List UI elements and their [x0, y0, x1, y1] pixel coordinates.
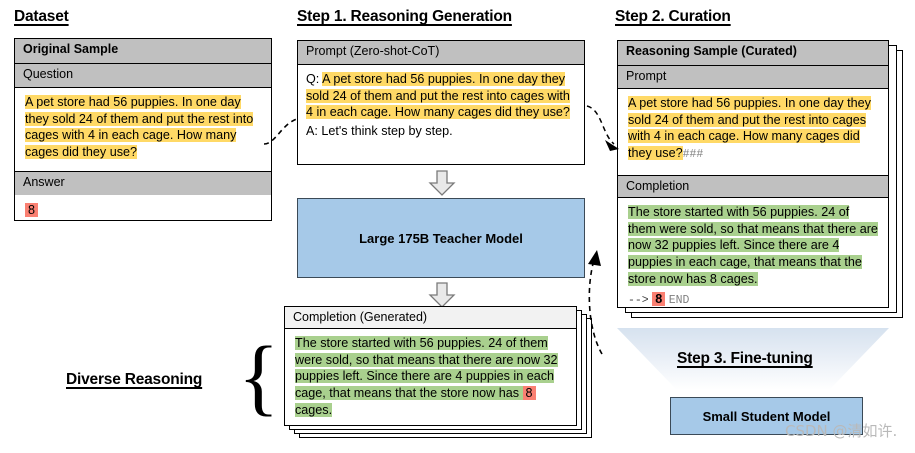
- curated-completion-label: Completion: [618, 175, 888, 198]
- student-model-label: Small Student Model: [702, 408, 831, 424]
- connector-completion-to-curated: [588, 250, 603, 355]
- prompt-q-text: A pet store had 56 puppies. In one day t…: [306, 72, 570, 120]
- curated-prompt-body: A pet store had 56 puppies. In one day t…: [618, 89, 888, 175]
- prompt-card-body: Q: A pet store had 56 puppies. In one da…: [298, 65, 584, 147]
- watermark: CSDN @清如许.: [785, 422, 898, 440]
- completion-generated-body: The store started with 56 puppies. 24 of…: [285, 329, 576, 426]
- answer-label: Answer: [15, 171, 271, 195]
- curated-answer-line: --> 8 END: [628, 291, 880, 308]
- original-sample-header: Original Sample: [15, 39, 271, 64]
- completion-generated-card: Completion (Generated) The store started…: [284, 306, 577, 426]
- step3-section-title: Step 3. Fine-tuning: [677, 350, 813, 367]
- question-text: A pet store had 56 puppies. In one day t…: [25, 95, 254, 160]
- answer-body: 8: [15, 195, 271, 226]
- completion-generated-answer: 8: [522, 386, 536, 401]
- question-body: A pet store had 56 puppies. In one day t…: [15, 88, 271, 171]
- prompt-card: Prompt (Zero-shot-CoT) Q: A pet store ha…: [297, 40, 585, 165]
- teacher-model-label: Large 175B Teacher Model: [359, 230, 523, 246]
- teacher-model-box: Large 175B Teacher Model: [297, 198, 585, 278]
- curated-answer-value: 8: [652, 291, 666, 306]
- curated-arrow-token: -->: [628, 293, 649, 307]
- down-arrow-icon-2: [428, 282, 456, 308]
- curated-prompt-suffix: ###: [682, 148, 704, 162]
- diverse-reasoning-brace: {: [238, 328, 280, 424]
- question-label: Question: [15, 64, 271, 88]
- prompt-a-line: A: Let's think step by step.: [306, 124, 453, 139]
- answer-value: 8: [25, 203, 39, 217]
- diverse-reasoning-label: Diverse Reasoning: [66, 371, 203, 388]
- dataset-section-title: Dataset: [14, 8, 69, 25]
- connector-prompt-to-curated: [586, 105, 619, 151]
- completion-generated-text-before: The store started with 56 puppies. 24 of…: [295, 336, 558, 401]
- original-sample-card: Original Sample Question A pet store had…: [14, 38, 272, 221]
- step2-section-title: Step 2. Curation: [615, 8, 731, 25]
- prompt-q-prefix: Q:: [306, 72, 323, 86]
- down-arrow-icon-1: [428, 170, 456, 196]
- curated-prompt-text: A pet store had 56 puppies. In one day t…: [628, 96, 871, 161]
- curated-completion-body: The store started with 56 puppies. 24 of…: [618, 198, 888, 315]
- curated-end-token: END: [668, 293, 690, 307]
- curated-sample-card: Reasoning Sample (Curated) Prompt A pet …: [617, 40, 889, 308]
- completion-generated-header: Completion (Generated): [285, 307, 576, 329]
- curated-prompt-label: Prompt: [618, 66, 888, 89]
- student-model-box: Small Student Model: [670, 397, 863, 435]
- curated-completion-text: The store started with 56 puppies. 24 of…: [628, 205, 878, 286]
- curated-sample-header: Reasoning Sample (Curated): [618, 41, 888, 66]
- completion-generated-text-after: cages.: [295, 402, 333, 417]
- step1-section-title: Step 1. Reasoning Generation: [297, 8, 512, 25]
- prompt-card-header: Prompt (Zero-shot-CoT): [298, 41, 584, 65]
